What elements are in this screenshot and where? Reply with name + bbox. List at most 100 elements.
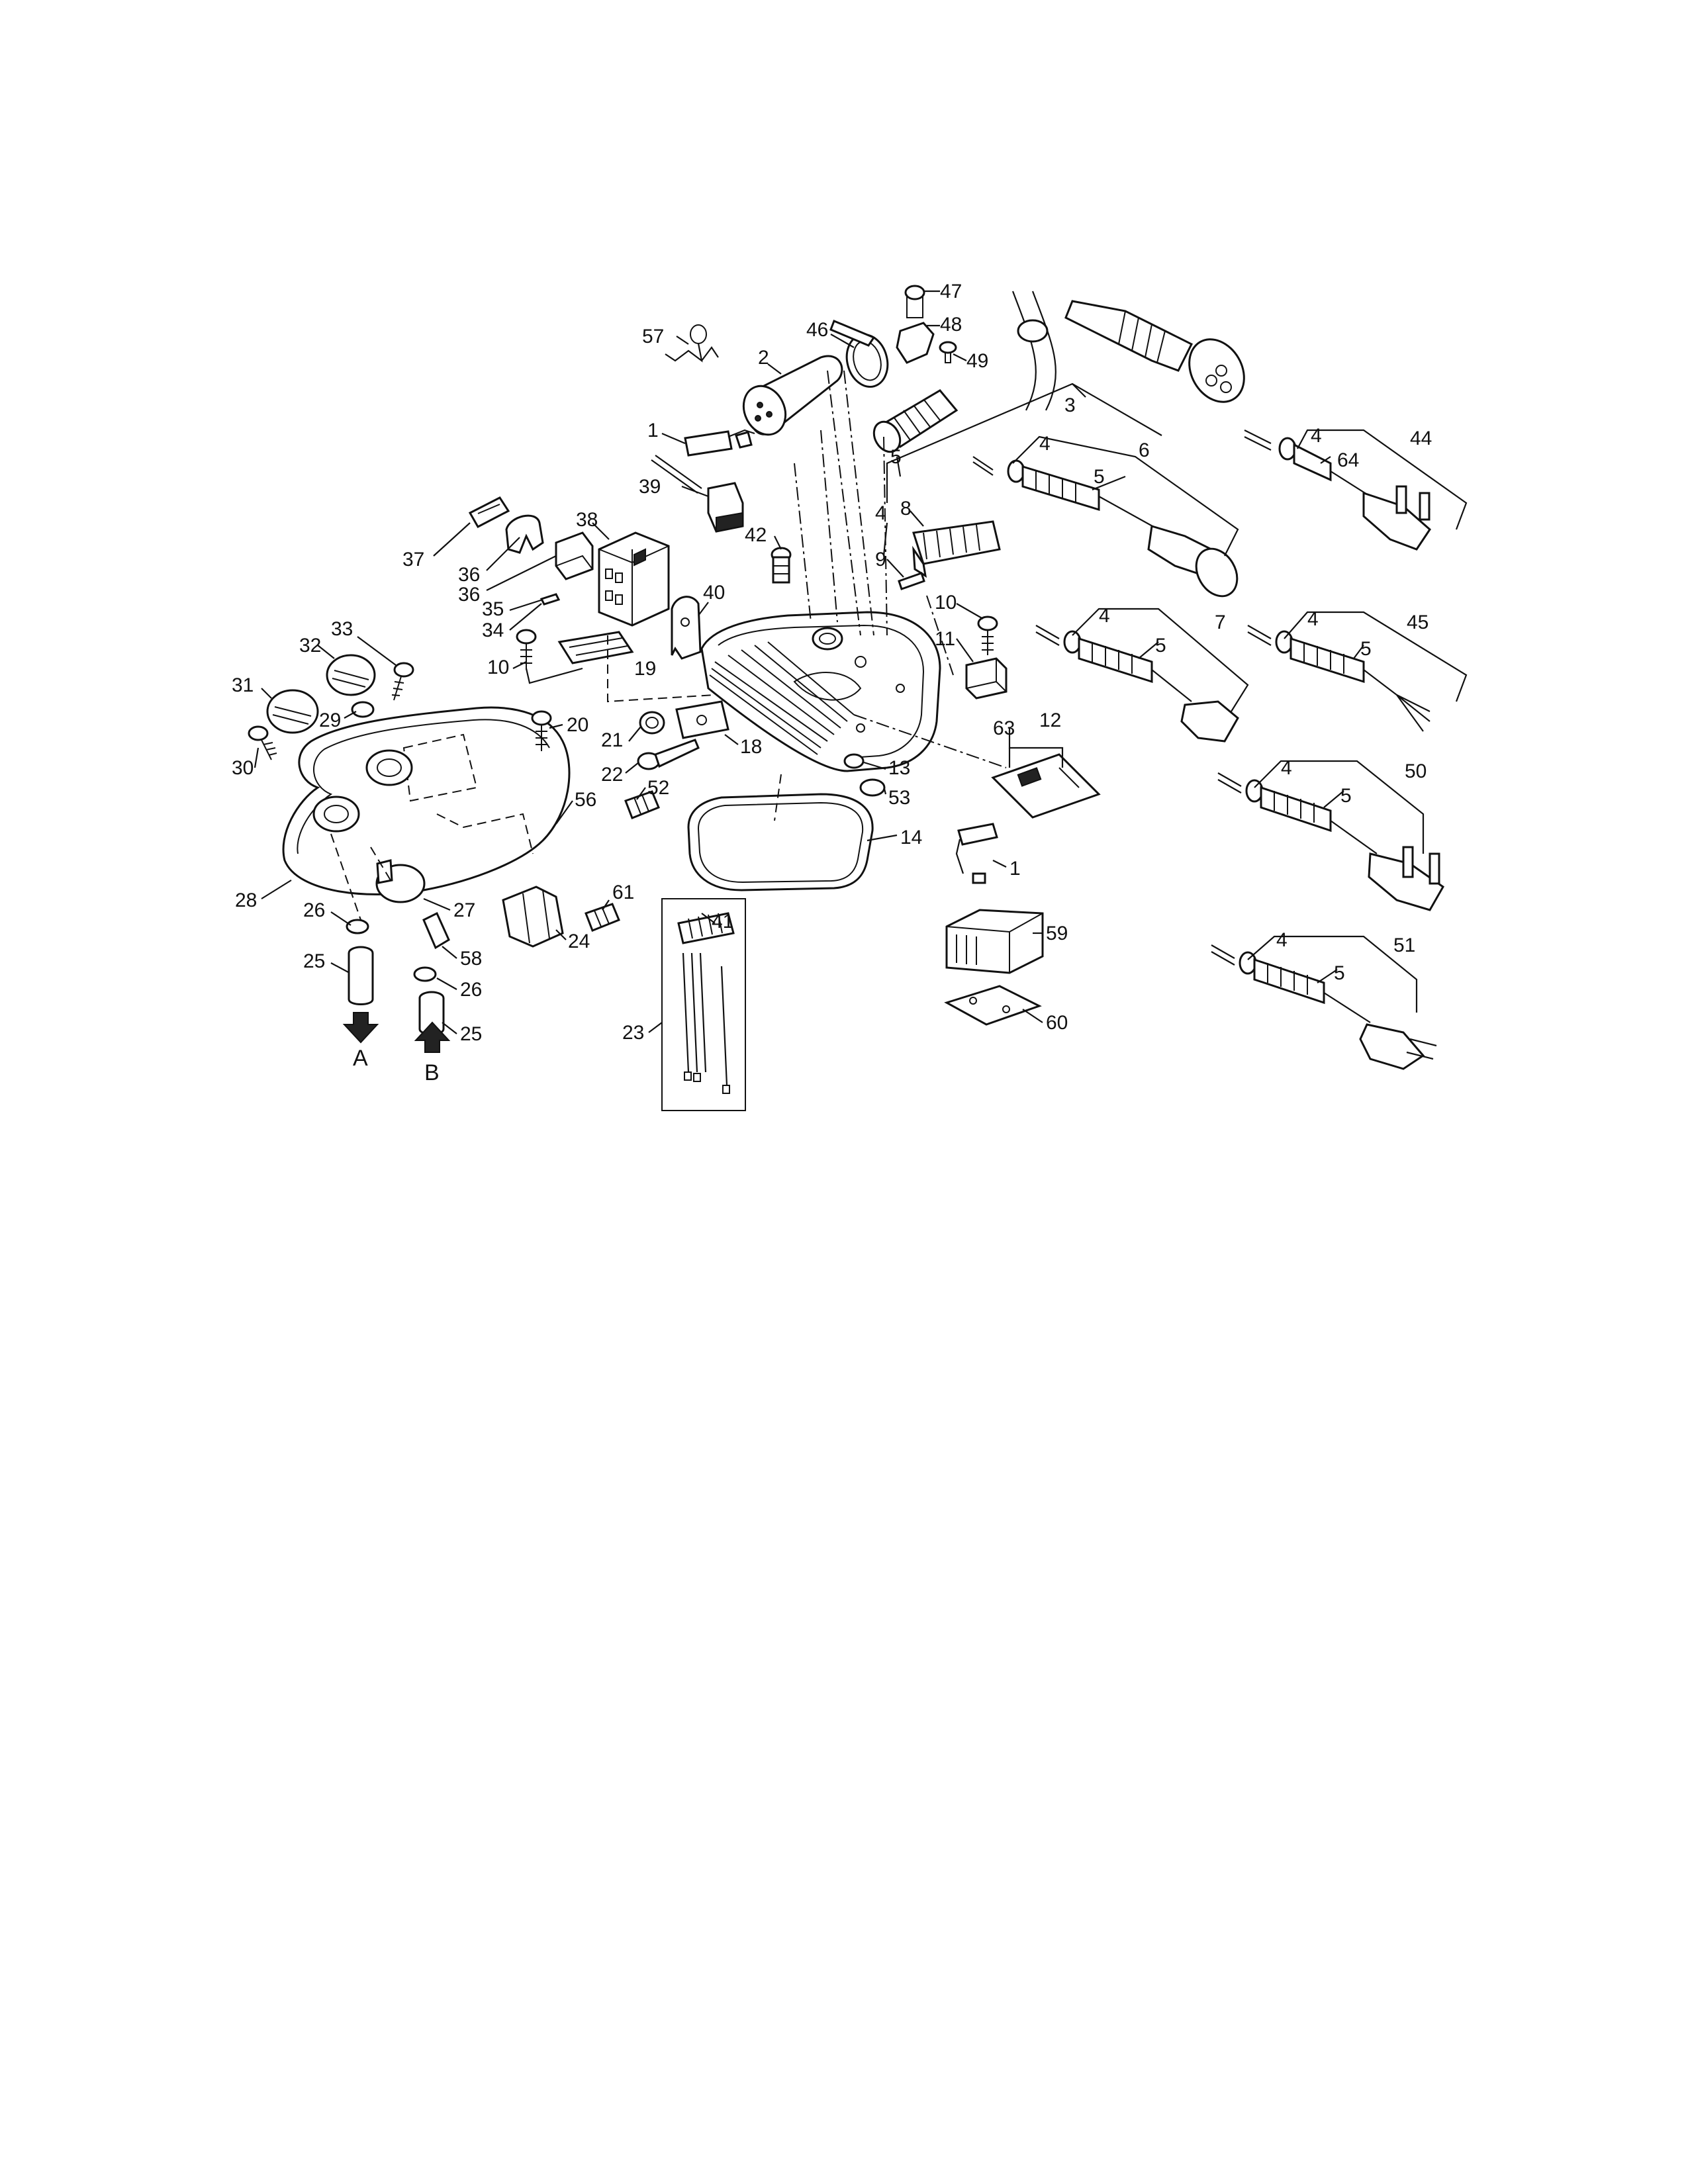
part-label: 19 bbox=[634, 658, 656, 680]
clamp-band bbox=[829, 320, 889, 388]
part-label: 37 bbox=[402, 549, 424, 570]
part-label: 50 bbox=[1405, 760, 1427, 782]
part-label: 4 bbox=[1307, 608, 1319, 630]
ring-26a bbox=[346, 919, 369, 934]
part-label: 4 bbox=[1039, 433, 1051, 455]
part-label: 12 bbox=[1039, 709, 1061, 731]
part-label: 52 bbox=[647, 777, 669, 799]
switch-24 bbox=[502, 886, 564, 948]
part-label: 14 bbox=[900, 827, 922, 848]
knob-32 bbox=[326, 654, 376, 696]
part-label: 63 bbox=[993, 717, 1015, 739]
part-label: 5 bbox=[1360, 638, 1372, 660]
part-label: 9 bbox=[875, 549, 886, 570]
cord-cee-plug bbox=[1011, 291, 1245, 411]
part-label: 48 bbox=[940, 314, 962, 336]
part-label: 2 bbox=[758, 347, 769, 369]
pin-34 bbox=[539, 593, 561, 606]
part-label: 38 bbox=[576, 509, 598, 531]
part-label: 58 bbox=[460, 948, 482, 970]
tube-58 bbox=[422, 911, 450, 950]
cord-44 bbox=[1244, 430, 1431, 551]
part-label: 23 bbox=[622, 1022, 644, 1044]
strain-relief-52 bbox=[624, 790, 660, 819]
part-label: 44 bbox=[1410, 428, 1432, 449]
screw-33 bbox=[391, 662, 414, 701]
part-label: 30 bbox=[232, 757, 254, 779]
cover bbox=[282, 706, 571, 895]
part-label: 56 bbox=[575, 789, 596, 811]
part-label: 25 bbox=[303, 950, 325, 972]
circuit-board bbox=[991, 753, 1101, 819]
part-label: 4 bbox=[1281, 757, 1292, 779]
part-label: 11 bbox=[935, 628, 955, 650]
part-label: 10 bbox=[935, 592, 957, 614]
part-label: 21 bbox=[601, 729, 623, 751]
part-label: 5 bbox=[1340, 785, 1352, 807]
capacitor bbox=[742, 355, 843, 436]
part-label: 45 bbox=[1407, 612, 1429, 633]
part-label: 13 bbox=[888, 757, 910, 779]
part-label: 1 bbox=[1009, 858, 1021, 880]
ring-26b bbox=[413, 966, 437, 982]
part-label: 53 bbox=[888, 787, 910, 809]
din-rail bbox=[557, 631, 634, 664]
screw-10-left bbox=[516, 629, 537, 670]
marker-a: A bbox=[353, 1046, 368, 1071]
part-label: 10 bbox=[487, 657, 509, 678]
part-label: 26 bbox=[460, 979, 482, 1001]
part-label: 27 bbox=[453, 899, 475, 921]
hardware-kit bbox=[661, 898, 746, 1111]
part-label: 57 bbox=[642, 326, 664, 347]
relay-11 bbox=[965, 657, 1008, 700]
grommet-21 bbox=[639, 711, 665, 735]
knob-31 bbox=[266, 689, 319, 734]
plug-13 bbox=[843, 753, 865, 769]
gland-top bbox=[872, 389, 959, 453]
lamp-holder bbox=[468, 496, 510, 528]
part-label: 1 bbox=[647, 420, 659, 441]
auxiliary-contact bbox=[555, 531, 594, 580]
tube-25a bbox=[348, 946, 374, 1005]
transformer bbox=[945, 909, 1044, 974]
part-label: 7 bbox=[1215, 612, 1226, 633]
part-label: 40 bbox=[703, 582, 725, 604]
part-label: 39 bbox=[639, 476, 661, 498]
plate-18 bbox=[675, 700, 729, 739]
cord-50 bbox=[1217, 772, 1444, 911]
part-label: 42 bbox=[745, 524, 767, 546]
nut-53 bbox=[859, 778, 886, 797]
part-label: 18 bbox=[740, 736, 762, 758]
part-label: 51 bbox=[1393, 934, 1415, 956]
part-label: 60 bbox=[1046, 1012, 1068, 1034]
part-label: 47 bbox=[940, 281, 962, 302]
part-labels: 57 46 47 48 49 2 1 39 3 5 4 42 38 37 36 … bbox=[232, 281, 1432, 1085]
part-label: 64 bbox=[1337, 449, 1359, 471]
part-label: 61 bbox=[612, 882, 634, 903]
part-label: 34 bbox=[482, 619, 504, 641]
part-label: 36 bbox=[458, 584, 480, 606]
part-label: 46 bbox=[806, 319, 828, 341]
arrow-down-icon bbox=[342, 1012, 379, 1044]
clip-36 bbox=[505, 514, 544, 554]
part-label: 26 bbox=[303, 899, 325, 921]
contactor bbox=[598, 531, 670, 627]
part-label: 8 bbox=[900, 498, 912, 520]
cord-uk bbox=[1035, 625, 1239, 743]
part-label: 41 bbox=[712, 911, 733, 933]
part-label: 20 bbox=[567, 714, 588, 736]
screw-10-right bbox=[977, 615, 998, 655]
part-label: 5 bbox=[890, 446, 902, 468]
part-label: 35 bbox=[482, 598, 504, 620]
gasket bbox=[687, 793, 874, 891]
lens-29 bbox=[351, 701, 375, 718]
screw-20 bbox=[531, 710, 552, 751]
part-label: 5 bbox=[1155, 635, 1166, 657]
part-label: 59 bbox=[1046, 923, 1068, 944]
part-label: 24 bbox=[568, 931, 590, 952]
cord-51 bbox=[1211, 944, 1437, 1070]
part-label: 49 bbox=[966, 350, 988, 372]
terminal-block bbox=[912, 520, 1001, 578]
part-label: 28 bbox=[235, 889, 257, 911]
